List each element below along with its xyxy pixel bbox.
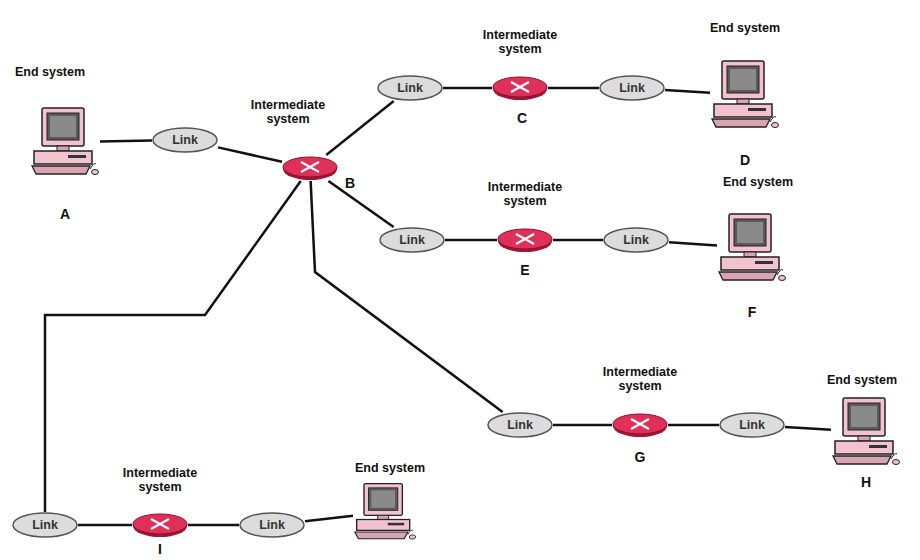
router-symbol — [282, 155, 338, 181]
system-label: Intermediate system — [242, 98, 334, 127]
computer-icon — [30, 106, 100, 178]
node-letter: A — [60, 206, 70, 222]
link-ellipse: Link — [12, 512, 78, 538]
system-label: Intermediate system — [479, 180, 571, 209]
link-wire — [305, 516, 353, 522]
link-wire — [326, 101, 394, 155]
link-label: Link — [399, 233, 425, 247]
link-label: Link — [739, 418, 765, 432]
link-ellipse: Link — [487, 412, 553, 438]
intermediate-system: Intermediate systemB — [282, 155, 338, 181]
link-ellipse: Link — [239, 512, 305, 538]
computer-icon — [710, 59, 780, 131]
router-symbol — [132, 512, 188, 538]
end-system: End systemA — [30, 106, 100, 178]
link-label: Link — [172, 133, 198, 147]
link-wire — [785, 427, 831, 430]
intermediate-system: Intermediate systemC — [492, 75, 548, 101]
end-system: End systemD — [710, 59, 780, 131]
link-wire — [328, 181, 393, 227]
node-letter: E — [520, 262, 529, 278]
link-wire — [553, 239, 603, 242]
node-letter: D — [740, 152, 750, 168]
link-wire — [188, 524, 239, 527]
link-wire — [553, 424, 612, 427]
link-label: Link — [32, 518, 58, 532]
computer-icon — [353, 482, 417, 542]
link-label: Link — [623, 233, 649, 247]
link-wire — [45, 181, 301, 512]
link-wire — [445, 239, 497, 242]
link-wire — [548, 87, 599, 90]
intermediate-system: Intermediate systemG — [612, 412, 668, 438]
system-label: End system — [355, 461, 425, 475]
link-label: Link — [259, 518, 285, 532]
node-letter: C — [517, 110, 527, 126]
node-letter: G — [635, 449, 646, 465]
link-wire — [100, 139, 152, 142]
node-letter: B — [345, 175, 355, 191]
system-label: End system — [15, 65, 85, 79]
link-wire — [443, 87, 492, 90]
end-system: End systemF — [717, 212, 787, 284]
router-symbol — [612, 412, 668, 438]
link-ellipse: Link — [599, 75, 665, 101]
computer-icon — [831, 396, 901, 468]
link-ellipse: Link — [379, 227, 445, 253]
router-symbol — [497, 227, 553, 253]
link-label: Link — [397, 81, 423, 95]
system-label: End system — [710, 21, 780, 35]
system-label: End system — [723, 175, 793, 189]
node-letter: F — [748, 304, 757, 320]
link-label: Link — [507, 418, 533, 432]
link-wire — [669, 242, 717, 245]
link-wire — [311, 181, 503, 412]
link-ellipse: Link — [603, 227, 669, 253]
system-label: End system — [827, 373, 897, 387]
link-wire — [668, 424, 719, 427]
intermediate-system: Intermediate systemE — [497, 227, 553, 253]
link-wire — [665, 90, 710, 93]
system-label: Intermediate system — [114, 466, 206, 495]
link-wire — [218, 147, 282, 161]
link-ellipse: Link — [152, 127, 218, 153]
node-letter: I — [158, 541, 162, 557]
node-letter: H — [861, 474, 871, 490]
link-wire — [78, 524, 132, 527]
router-symbol — [492, 75, 548, 101]
end-system: End system — [353, 482, 417, 542]
link-ellipse: Link — [719, 412, 785, 438]
system-label: Intermediate system — [594, 365, 686, 394]
link-ellipse: Link — [377, 75, 443, 101]
computer-icon — [717, 212, 787, 284]
intermediate-system: Intermediate systemI — [132, 512, 188, 538]
link-label: Link — [619, 81, 645, 95]
system-label: Intermediate system — [474, 28, 566, 57]
end-system: End systemH — [831, 396, 901, 468]
